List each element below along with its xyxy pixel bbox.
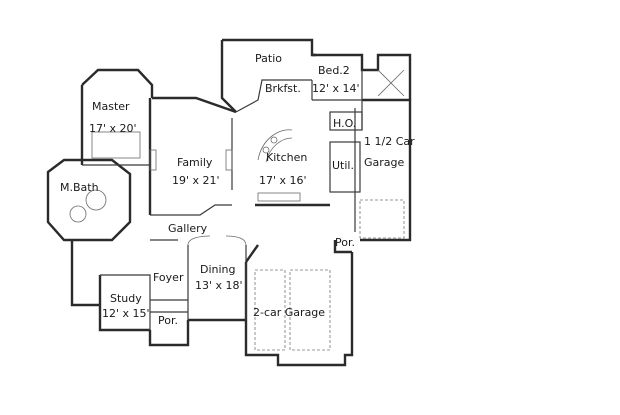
label-master: Master <box>92 100 130 113</box>
room-labels: Patio Bed.2 12' x 14' Brkfst. H.O. 1 1/2… <box>60 52 415 327</box>
label-gallery: Gallery <box>168 222 208 235</box>
dims-master: 17' x 20' <box>89 122 137 135</box>
label-foyer: Foyer <box>153 271 184 284</box>
exterior-walls <box>46 38 412 367</box>
label-patio: Patio <box>255 52 282 65</box>
dims-bed2: 12' x 14' <box>312 82 360 95</box>
label-por-front: Por. <box>158 314 178 327</box>
label-garage15-line1: 1 1/2 Car <box>364 135 415 148</box>
label-garage15-line2: Garage <box>364 156 405 169</box>
label-kitchen: Kitchen <box>266 151 307 164</box>
label-mbath: M.Bath <box>60 181 99 194</box>
label-family: Family <box>177 156 213 169</box>
label-brkfst: Brkfst. <box>265 82 301 95</box>
dims-study: 12' x 15' <box>102 307 150 320</box>
label-util: Util. <box>332 159 354 172</box>
dims-family: 19' x 21' <box>172 174 220 187</box>
label-study: Study <box>110 292 142 305</box>
label-garage2: 2-car Garage <box>253 306 325 319</box>
label-bed2: Bed.2 <box>318 64 350 77</box>
fixtures <box>69 69 405 351</box>
label-por-right: Por. <box>335 236 355 249</box>
label-ho: H.O. <box>333 117 356 130</box>
dims-dining: 13' x 18' <box>195 279 243 292</box>
dims-kitchen: 17' x 16' <box>259 174 307 187</box>
label-dining: Dining <box>200 263 236 276</box>
